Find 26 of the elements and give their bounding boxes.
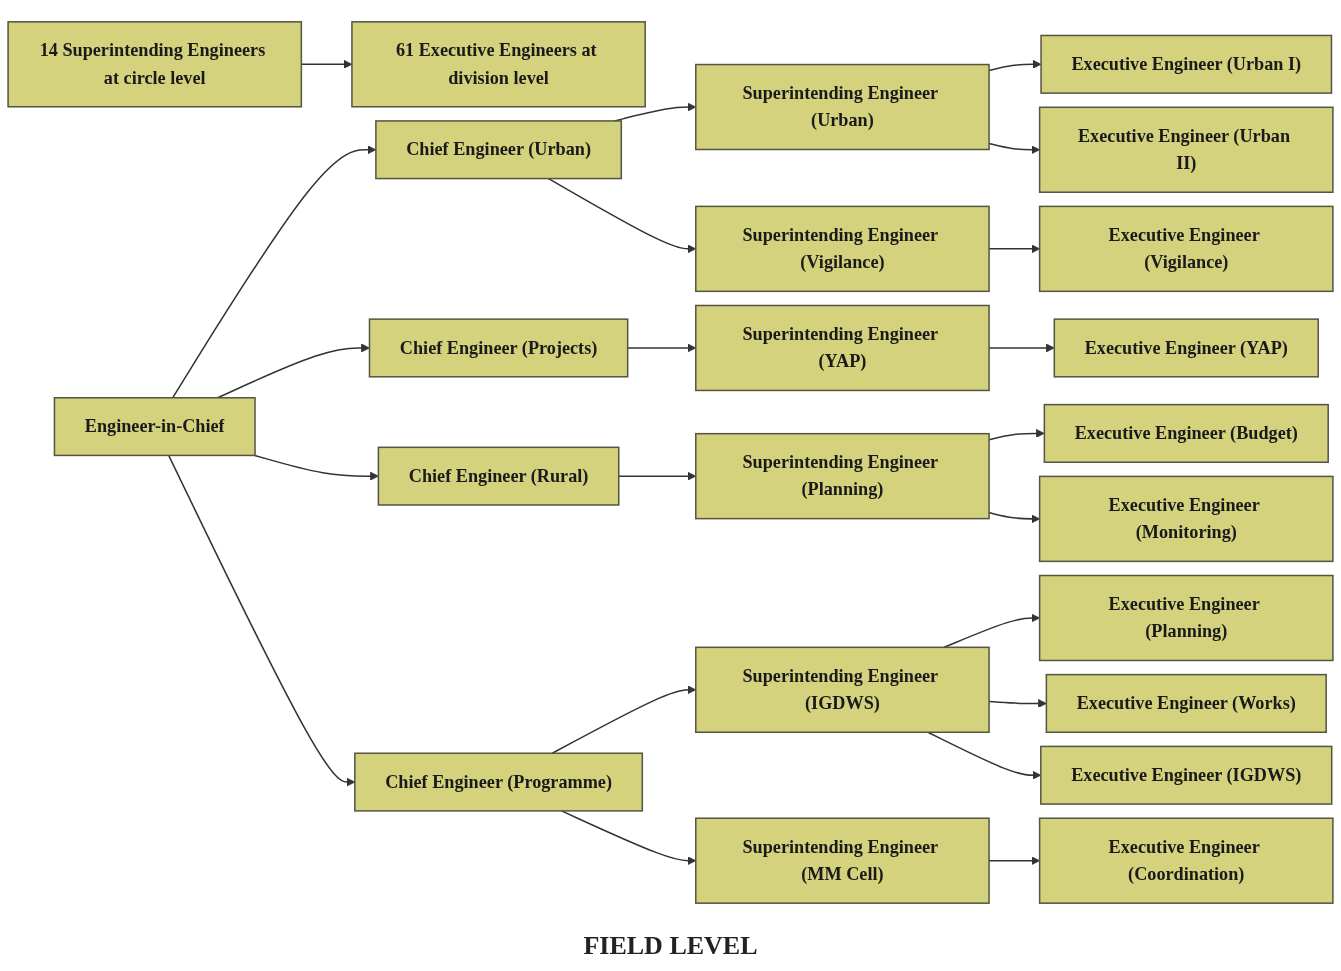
node-box: Chief Engineer (Rural) <box>377 446 620 506</box>
node-box: Engineer-in-Chief <box>53 397 256 457</box>
node-box: Superintending Engineer (IGDWS) <box>695 646 990 734</box>
node-box: Executive Engineer (Budget) <box>1043 403 1329 463</box>
node-box: Chief Engineer (Projects) <box>368 318 629 378</box>
node-box: Executive Engineer (IGDWS) <box>1040 745 1333 805</box>
arrow <box>253 454 379 481</box>
node-box: Executive Engineer (Coordination) <box>1038 817 1334 904</box>
node-box: Executive Engineer (Monitoring) <box>1038 475 1334 563</box>
node-box: Chief Engineer (Programme) <box>354 752 644 812</box>
node-box: Executive Engineer (Vigilance) <box>1038 205 1334 293</box>
node-box: Superintending Engineer (MM Cell) <box>695 817 990 904</box>
node-box: Superintending Engineer (Vigilance) <box>695 205 990 293</box>
node-box: 14 Superintending Engineers at circle level <box>7 21 303 108</box>
node-box: Executive Engineer (Planning) <box>1038 574 1334 662</box>
node-box: 61 Executive Engineers at division level <box>351 21 646 108</box>
node-box: Superintending Engineer (Planning) <box>695 432 990 520</box>
node-box: Executive Engineer (Works) <box>1045 673 1327 734</box>
node-box: Superintending Engineer (Urban) <box>695 63 990 151</box>
node-box: Superintending Engineer (YAP) <box>695 304 990 392</box>
node-box: Executive Engineer (YAP) <box>1053 318 1319 378</box>
node-box: Executive Engineer (Urban II) <box>1038 106 1334 193</box>
node-box: Executive Engineer (Urban I) <box>1040 34 1333 94</box>
arrow <box>217 343 370 399</box>
section-heading: FIELD LEVEL <box>583 931 758 961</box>
node-box: Chief Engineer (Urban) <box>375 120 623 180</box>
